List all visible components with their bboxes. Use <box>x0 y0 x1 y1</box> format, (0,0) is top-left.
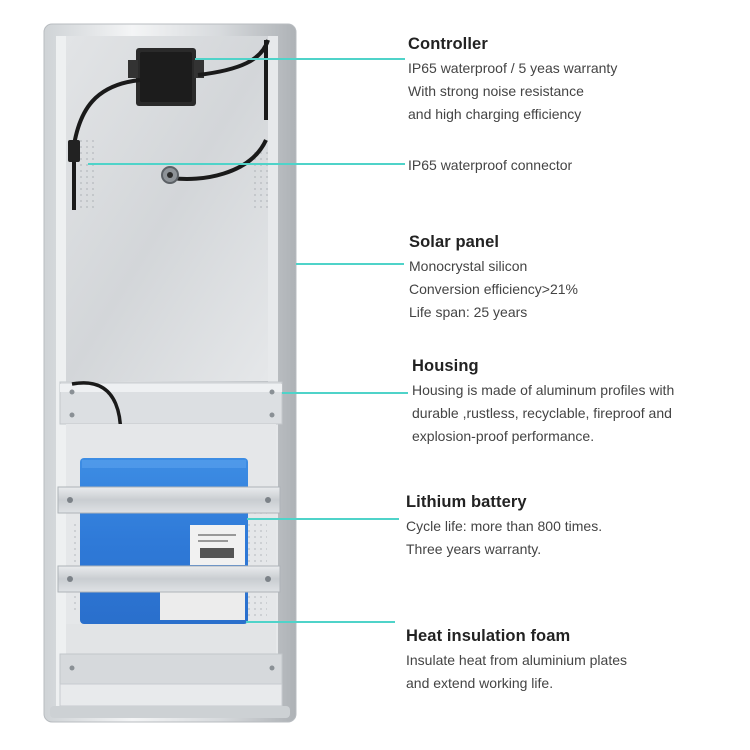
annotation-line: With strong noise resistance <box>408 82 584 99</box>
annotation-solar-panel: Solar panel Monocrystal silicon Conversi… <box>409 234 578 324</box>
annotation-title: Solar panel <box>409 233 500 251</box>
annotation-lithium-battery: Lithium battery Cycle life: more than 80… <box>406 494 602 561</box>
leader-battery <box>247 518 399 520</box>
lithium-battery <box>80 458 248 624</box>
annotation-line: Insulate heat from aluminium plates <box>406 651 627 668</box>
annotation-heat-insulation-foam: Heat insulation foam Insulate heat from … <box>406 628 627 695</box>
annotation-line: and extend working life. <box>406 674 554 691</box>
leader-foam <box>246 621 395 623</box>
annotation-connector: IP65 waterproof connector <box>408 154 572 177</box>
annotation-line: Housing is made of aluminum profiles wit… <box>412 381 675 398</box>
leader-housing <box>282 392 408 394</box>
annotation-title: Housing <box>412 357 479 375</box>
leader-controller <box>195 58 405 60</box>
annotation-line: Cycle life: more than 800 times. <box>406 517 603 534</box>
annotation-controller: Controller IP65 waterproof / 5 yeas warr… <box>408 36 617 126</box>
leader-connector <box>88 163 405 165</box>
annotation-line: IP65 waterproof / 5 yeas warranty <box>408 59 618 76</box>
leader-solar-panel <box>296 263 404 265</box>
annotation-line: explosion-proof performance. <box>412 427 595 444</box>
battery-strap-upper <box>57 486 281 514</box>
annotation-line: Life span: 25 years <box>409 303 528 320</box>
annotation-line: and high charging efficiency <box>408 105 582 122</box>
controller-box <box>128 48 204 106</box>
annotation-line: Three years warranty. <box>406 540 542 557</box>
annotation-title: Controller <box>408 35 488 53</box>
annotation-line: IP65 waterproof connector <box>408 157 573 173</box>
annotation-line: Conversion efficiency>21% <box>409 280 579 297</box>
annotation-title: Heat insulation foam <box>406 627 571 645</box>
battery-strap-lower <box>57 565 281 593</box>
heat-insulation-foam <box>66 624 276 654</box>
annotation-line: durable ,rustless, recyclable, fireproof… <box>412 404 672 421</box>
annotation-housing: Housing Housing is made of aluminum prof… <box>412 358 674 448</box>
annotation-title: Lithium battery <box>406 493 527 511</box>
annotation-line: Monocrystal silicon <box>409 257 528 274</box>
